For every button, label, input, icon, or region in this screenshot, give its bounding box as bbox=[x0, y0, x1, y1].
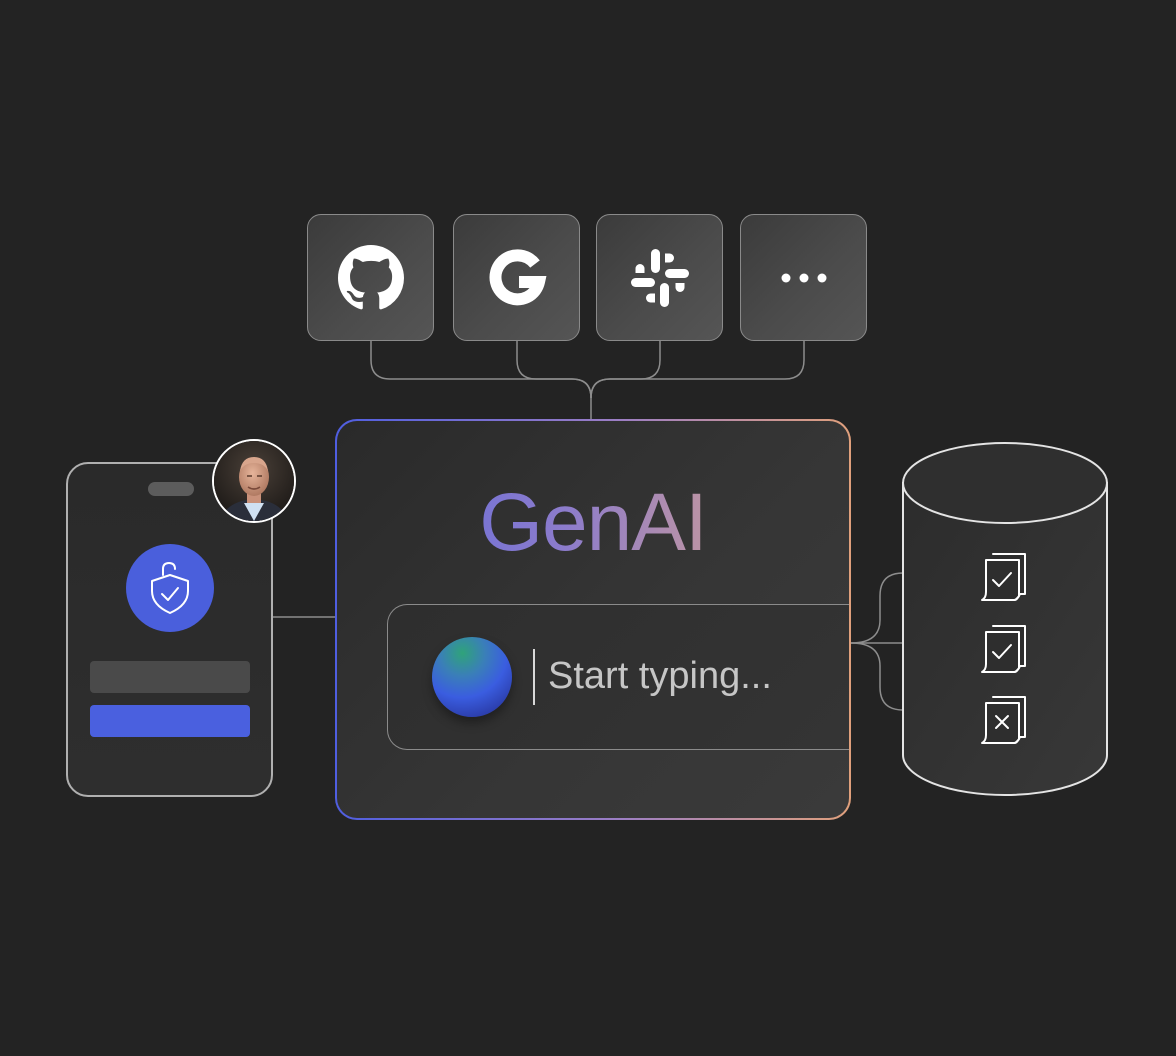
phone-notch bbox=[148, 482, 194, 496]
github-tile[interactable] bbox=[307, 214, 434, 341]
shield-badge bbox=[126, 544, 214, 632]
connector-doc-3 bbox=[850, 642, 957, 711]
user-avatar bbox=[212, 439, 296, 523]
genai-panel-body: GenAI Start typing... bbox=[337, 421, 849, 818]
more-dots-icon bbox=[781, 273, 826, 282]
shield-unlock-icon bbox=[151, 562, 189, 614]
document-x-icon bbox=[981, 696, 1026, 744]
genai-title: GenAI bbox=[337, 473, 849, 573]
connector-doc-1 bbox=[850, 572, 957, 644]
phone-submit-button[interactable] bbox=[90, 705, 250, 737]
more-tile[interactable] bbox=[740, 214, 867, 341]
connector-more bbox=[590, 341, 805, 399]
google-icon bbox=[489, 248, 546, 305]
database-top bbox=[902, 442, 1108, 524]
text-caret bbox=[533, 649, 535, 705]
google-tile[interactable] bbox=[453, 214, 580, 341]
connector-google bbox=[516, 341, 592, 399]
slack-icon bbox=[630, 248, 689, 307]
genai-panel: GenAI Start typing... bbox=[335, 419, 851, 820]
ai-orb-icon bbox=[432, 637, 512, 717]
github-icon bbox=[337, 244, 404, 309]
prompt-placeholder: Start typing... bbox=[548, 655, 772, 697]
prompt-input[interactable]: Start typing... bbox=[387, 604, 849, 750]
document-check-icon bbox=[981, 625, 1026, 673]
slack-tile[interactable] bbox=[596, 214, 723, 341]
phone-input-field[interactable] bbox=[90, 661, 250, 693]
document-check-icon bbox=[981, 553, 1026, 601]
